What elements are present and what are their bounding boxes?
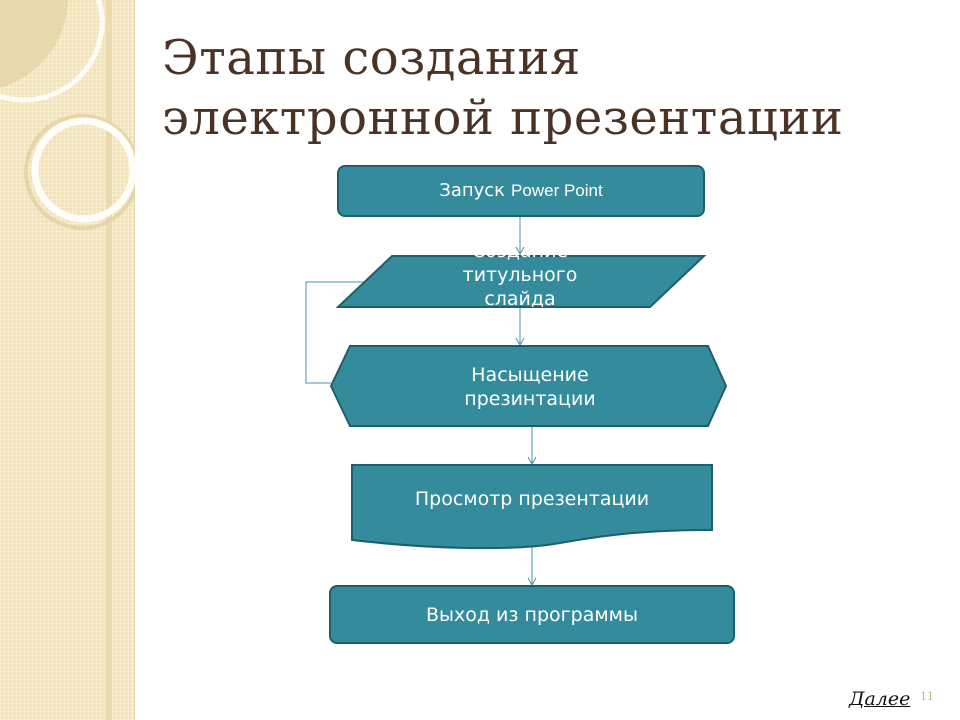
next-slide-link[interactable]: Далее xyxy=(849,688,911,710)
step3-shape xyxy=(329,345,728,427)
step5-shape xyxy=(329,585,735,644)
slide-number: 11 xyxy=(920,690,934,703)
step2-line1: Создание xyxy=(350,255,690,263)
step5-label: Выход из программы xyxy=(425,604,639,626)
step2-shape xyxy=(335,255,707,308)
connector-1-2-arrowhead xyxy=(515,246,525,256)
step3-line2: презинтации xyxy=(464,388,596,410)
step1-shape xyxy=(337,165,705,217)
step2-label: Создание титульного слайда xyxy=(350,255,690,307)
step2-line3: слайда xyxy=(484,288,556,307)
side-panel-divider xyxy=(134,0,135,720)
decorative-side-panel xyxy=(0,0,135,720)
loop-connector xyxy=(305,281,374,384)
slide-title-line1: Этапы создания xyxy=(162,30,581,86)
step4-shape xyxy=(351,464,713,550)
decorative-circles xyxy=(0,0,135,230)
step2-line2: титульного xyxy=(462,264,578,286)
step4-label: Просмотр презентации xyxy=(414,488,650,510)
step3-line1: Насыщение xyxy=(471,364,589,386)
slide-title: Этапы создания электронной презентации xyxy=(162,28,922,148)
step1-text-extra: Power Point xyxy=(511,181,603,200)
step3-label: Насыщение презинтации xyxy=(335,348,725,426)
step1-text: Запуск xyxy=(439,180,506,201)
side-panel-stripe xyxy=(106,0,112,720)
step1-label: Запуск Power Point xyxy=(338,166,704,216)
slide-title-line2: электронной презентации xyxy=(162,90,844,146)
